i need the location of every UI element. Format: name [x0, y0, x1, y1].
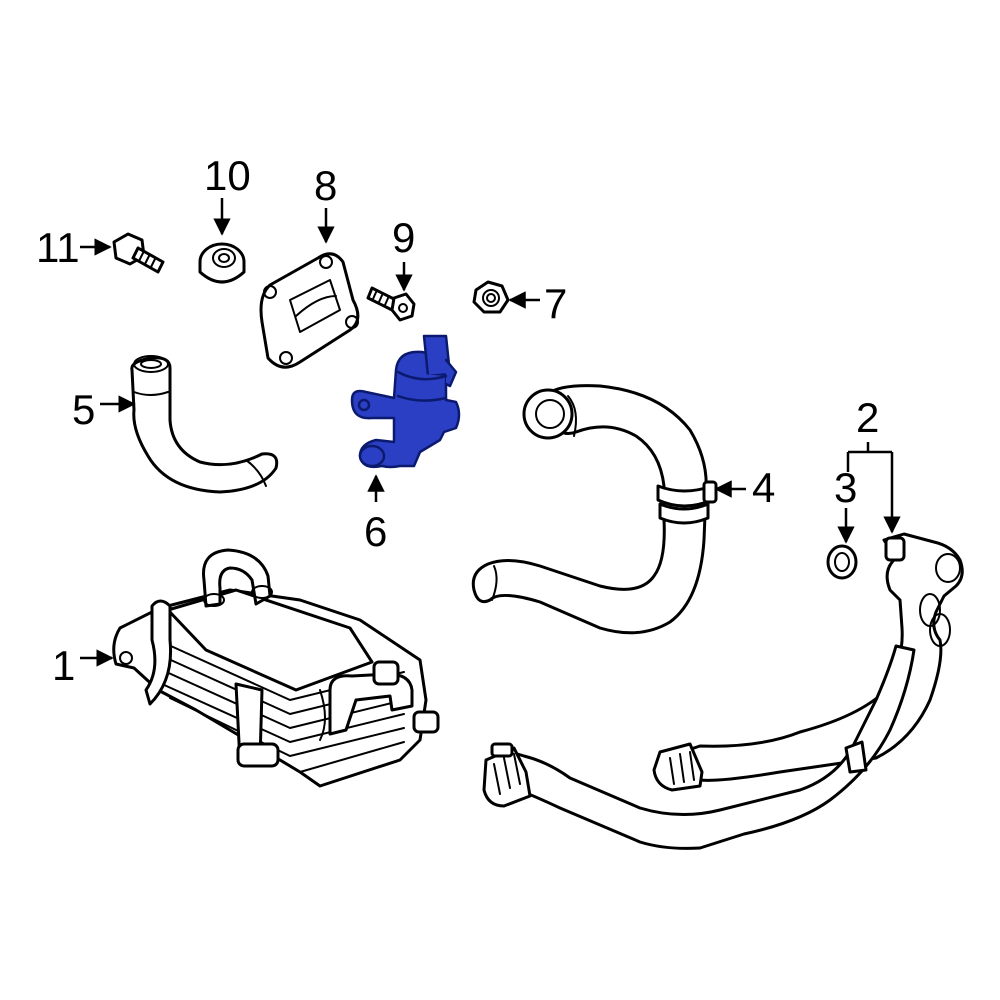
leader-lines — [80, 198, 901, 667]
part-6-valve[interactable] — [350, 334, 461, 469]
part-1-oil-cooler[interactable] — [112, 548, 440, 788]
callout-4: 4 — [752, 464, 775, 511]
callout-1: 1 — [52, 642, 75, 689]
callout-6: 6 — [364, 508, 387, 555]
part-9-bolt[interactable] — [366, 286, 416, 322]
part-4-hose[interactable] — [471, 384, 718, 635]
callout-11: 11 — [36, 224, 80, 271]
part-2-pipe-assembly[interactable] — [482, 532, 964, 850]
part-11-bolt[interactable] — [112, 232, 165, 274]
callout-7: 7 — [544, 280, 567, 327]
callout-8: 8 — [314, 162, 337, 209]
callout-2: 2 — [856, 394, 879, 441]
callout-10: 10 — [204, 152, 251, 199]
valve-body — [350, 350, 461, 469]
part-5-hose[interactable] — [130, 355, 279, 494]
part-3-o-ring[interactable] — [826, 544, 858, 580]
part-7-nut[interactable] — [472, 280, 510, 314]
part-8-bracket[interactable] — [259, 252, 360, 369]
part-10-grommet[interactable] — [198, 242, 246, 284]
callout-5: 5 — [72, 386, 95, 433]
callout-3: 3 — [834, 464, 857, 511]
callout-9: 9 — [392, 214, 415, 261]
